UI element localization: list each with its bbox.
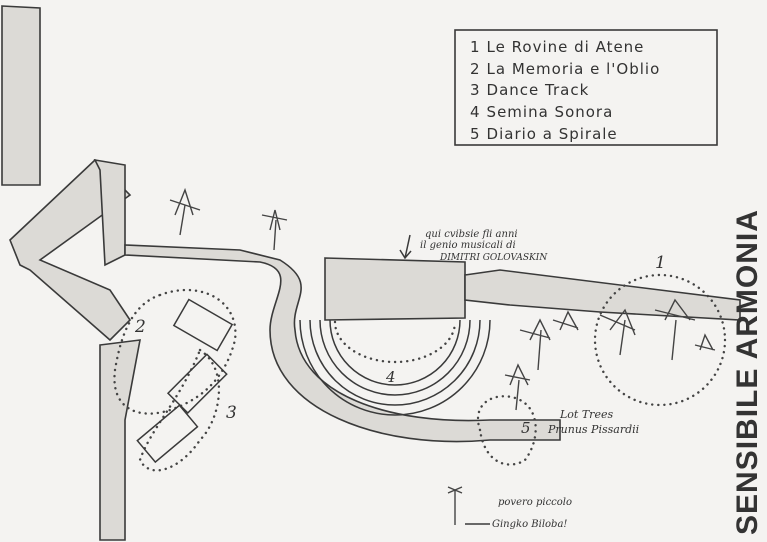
trees-note-line1: Lot Trees <box>559 408 613 421</box>
theatre-arcs <box>299 319 491 416</box>
svg-text:2La Memoria e l'Oblio: 2La Memoria e l'Oblio <box>470 60 660 78</box>
main-curving-path <box>124 244 561 443</box>
memorial-note-line1: qui cvibsie fli anni <box>425 229 518 240</box>
planters <box>136 298 234 464</box>
area-3-outline <box>138 348 221 472</box>
trees-note-line2: Prunus Pissardii <box>547 423 639 436</box>
memorial-note-line3: DIMITRI GOLOVASKIN <box>439 253 548 263</box>
area-number-4: 4 <box>385 368 396 386</box>
memorial-note-line2: il genio musicali di <box>420 240 516 251</box>
svg-text:1Le Rovine di Atene: 1Le Rovine di Atene <box>470 38 644 56</box>
area-number-2: 2 <box>134 317 146 337</box>
area-2-outline <box>113 288 237 415</box>
area-1-outline <box>593 273 727 407</box>
path-right <box>464 269 741 321</box>
building-block <box>1 5 41 186</box>
theatre-block <box>324 257 466 321</box>
path-left-lower <box>99 339 141 541</box>
area-number-3: 3 <box>226 403 237 423</box>
area-number-5: 5 <box>521 419 531 437</box>
ginkgo-note-line1: povero piccolo <box>498 497 572 508</box>
area-number-1: 1 <box>655 253 666 273</box>
path-vertical <box>93 158 126 267</box>
legend-box <box>454 29 718 146</box>
ginkgo-note-line2: Gingko Biloba! <box>492 519 567 530</box>
tree-icons <box>169 187 716 411</box>
plan-title: SENSIBILE ARMONIA <box>731 209 764 535</box>
memorial-arrow <box>399 234 412 260</box>
ginkgo-icon <box>447 486 463 525</box>
